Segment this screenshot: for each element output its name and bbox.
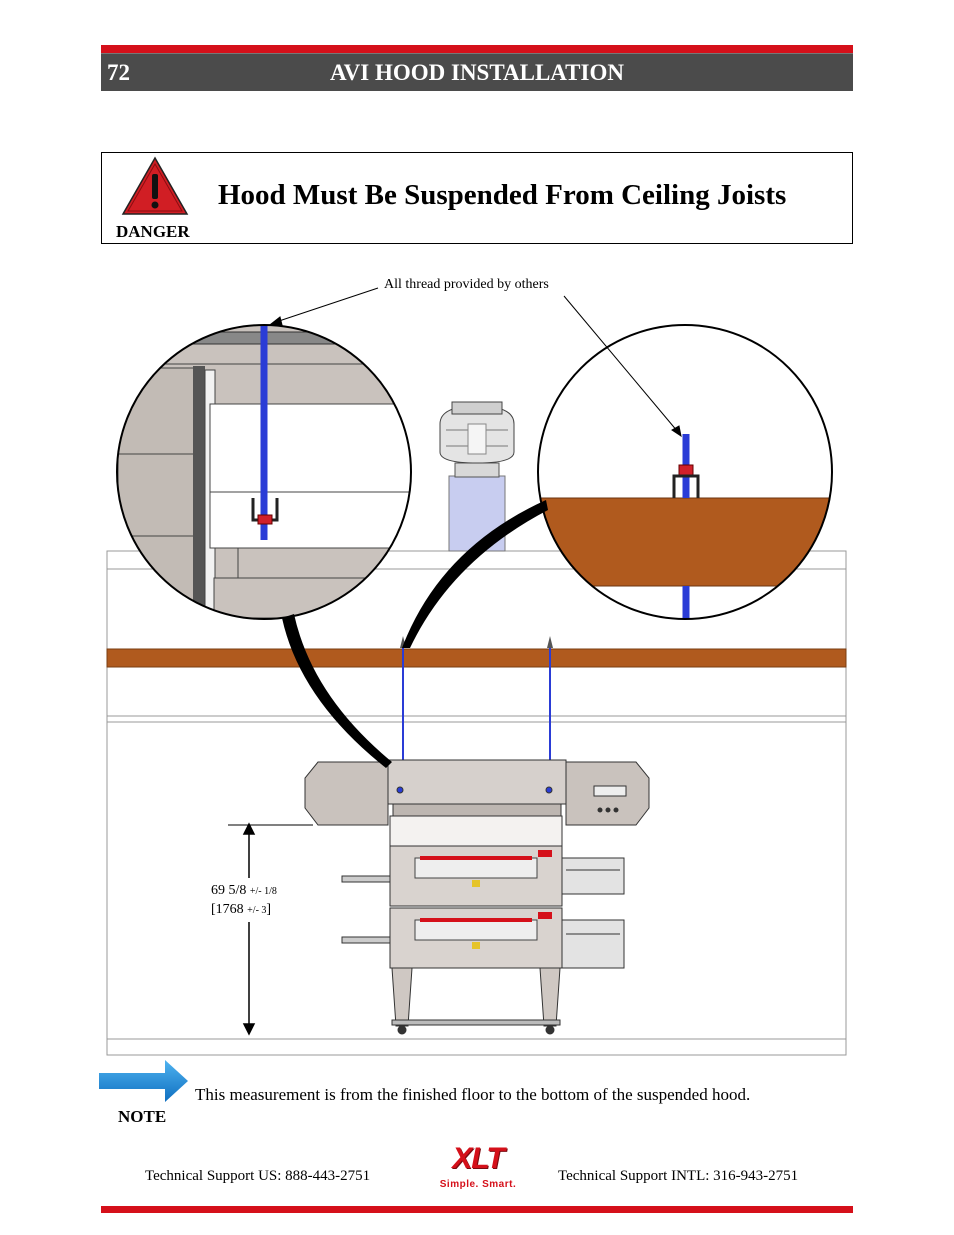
detail-left-border bbox=[116, 324, 412, 620]
support-us: Technical Support US: 888-443-2751 bbox=[145, 1168, 371, 1184]
dimension-metric: [1768 +/- 3] bbox=[211, 902, 272, 917]
avi-hood bbox=[304, 759, 650, 826]
support-intl: Technical Support INTL: 316-943-2751 bbox=[558, 1168, 799, 1184]
detail-left bbox=[117, 325, 411, 619]
height-dimension bbox=[228, 822, 313, 1036]
danger-title: Hood Must Be Suspended From Ceiling Jois… bbox=[218, 179, 787, 211]
arrow-right-icon bbox=[99, 1060, 188, 1102]
warning-triangle-icon bbox=[121, 156, 189, 215]
logo-tagline: Simple. Smart. bbox=[439, 1179, 517, 1190]
footer-red-rule bbox=[101, 1206, 853, 1213]
page-title: AVI HOOD INSTALLATION bbox=[330, 60, 624, 85]
detail-right bbox=[538, 325, 832, 619]
xlt-logo: XLT bbox=[452, 1142, 504, 1175]
ceiling-joist bbox=[106, 648, 847, 668]
callout-leaders bbox=[269, 287, 682, 438]
header-red-rule bbox=[101, 45, 853, 53]
danger-box bbox=[101, 152, 853, 244]
note-text: This measurement is from the finished fl… bbox=[195, 1085, 751, 1104]
danger-label: DANGER bbox=[116, 222, 190, 241]
note-label: NOTE bbox=[118, 1107, 167, 1126]
callout-all-thread: All thread provided by others bbox=[384, 277, 549, 292]
detail-leaders bbox=[282, 500, 548, 768]
header-bar bbox=[101, 53, 853, 91]
page-number: 72 bbox=[107, 60, 130, 85]
exhaust-fan bbox=[439, 401, 515, 552]
detail-right-border bbox=[537, 324, 833, 620]
pizza-oven-stack bbox=[341, 815, 625, 1035]
dimension-imperial: 69 5/8 +/- 1/8 bbox=[211, 883, 277, 898]
